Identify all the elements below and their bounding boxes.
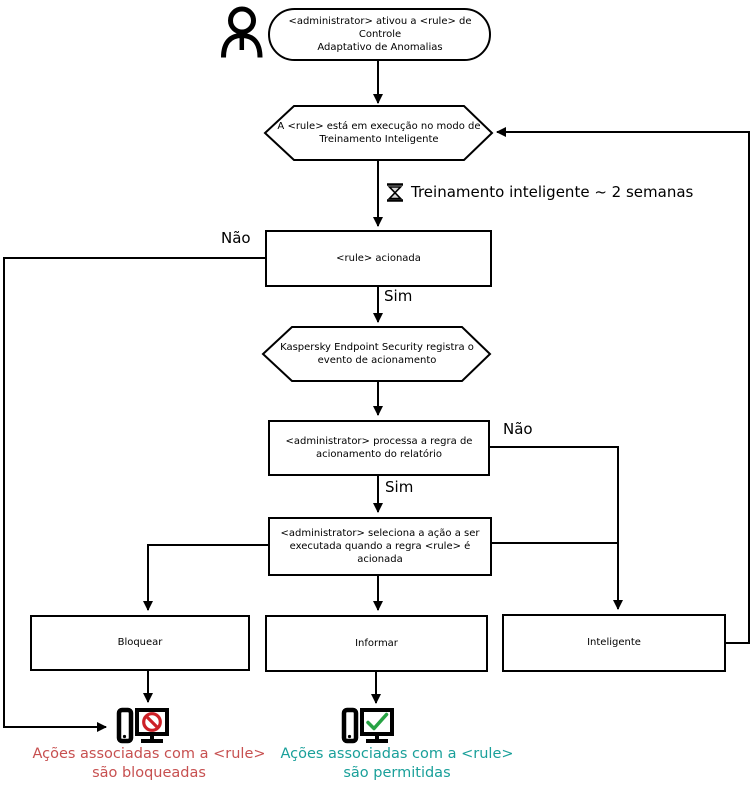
connectors: [3, 61, 750, 732]
outcome-allowed-text: Ações associadas com a <rule> são permit…: [280, 746, 514, 781]
connector-smart-loop-to-training: [496, 127, 750, 644]
training-duration-label: Treinamento inteligente ~ 2 semanas: [411, 183, 694, 201]
hexagon-kes-registers: [261, 326, 492, 382]
blocked-computer-icon: [116, 707, 169, 744]
node-kes-registers-label: Kaspersky Endpoint Security registra o e…: [280, 341, 474, 366]
person-icon: [221, 6, 263, 58]
edge-label-sim-rule: Sim: [384, 287, 413, 305]
node-action-smart: Inteligente: [502, 614, 726, 672]
checkmark-icon: [366, 712, 389, 731]
node-action-block: Bloquear: [30, 615, 250, 671]
node-rule-triggered: <rule> acionada: [265, 230, 492, 287]
outcome-blocked-text: Ações associadas com a <rule> são bloque…: [32, 746, 266, 781]
connector-rule-nao-to-blocked: [3, 257, 265, 732]
edge-label-sim-report: Sim: [385, 478, 414, 496]
start-shape: [268, 8, 491, 61]
hourglass-icon: [387, 183, 403, 202]
node-action-inform: Informar: [265, 615, 488, 672]
hexagon-training-mode: [263, 105, 494, 161]
node-start-label: <administrator> ativou a <rule> de Contr…: [288, 15, 472, 54]
allowed-computer-icon: [341, 707, 394, 744]
node-admin-selects: <administrator> seleciona a ação a ser e…: [268, 517, 492, 576]
edge-label-nao-left: Não: [221, 229, 251, 247]
node-admin-processes: <administrator> processa a regra de acio…: [268, 420, 490, 476]
connector-selects-to-block: [143, 544, 268, 611]
node-training-mode-label: A <rule> está em execução no modo de Tre…: [277, 120, 481, 145]
connector-processes-nao-to-smart: [490, 446, 623, 610]
prohibition-icon: [142, 712, 162, 732]
edge-label-nao-right: Não: [503, 420, 533, 438]
